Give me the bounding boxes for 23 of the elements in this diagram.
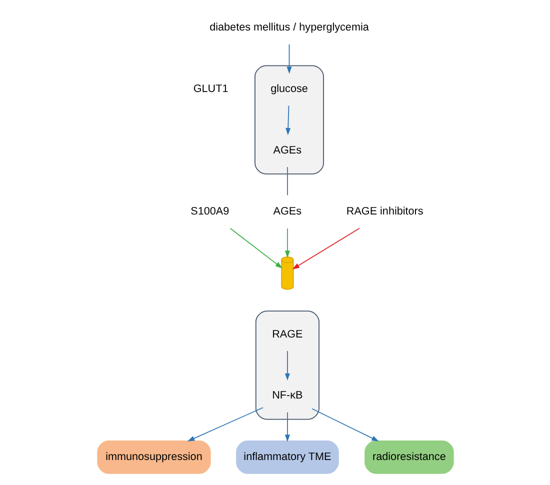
arrow: [286, 44, 292, 74]
node-text: RAGE: [272, 328, 302, 340]
arrow: [292, 228, 360, 270]
arrow: [186, 407, 263, 442]
node-text: GLUT1: [192, 82, 228, 95]
arrow: [284, 350, 290, 381]
node-box: radioresistance: [364, 440, 454, 474]
arrow: [229, 228, 282, 268]
node-box: immunosuppression: [96, 440, 210, 474]
cluster: [254, 310, 319, 420]
node-text: AGEs: [272, 144, 302, 156]
connector: [286, 166, 288, 196]
node-box: inflammatory TME: [236, 440, 338, 474]
arrow: [285, 105, 290, 136]
node-text: AGEs: [272, 206, 302, 218]
arrow: [284, 228, 290, 258]
arrow: [284, 412, 290, 442]
node-text: RAGE inhibitors: [346, 206, 423, 218]
arrow: [311, 408, 378, 442]
node-text: S100A9: [190, 206, 229, 218]
node-text: NF-κB: [272, 390, 302, 402]
node-text: glucose: [270, 82, 308, 95]
node-text: diabetes mellitus / hyperglycemia: [209, 22, 368, 34]
